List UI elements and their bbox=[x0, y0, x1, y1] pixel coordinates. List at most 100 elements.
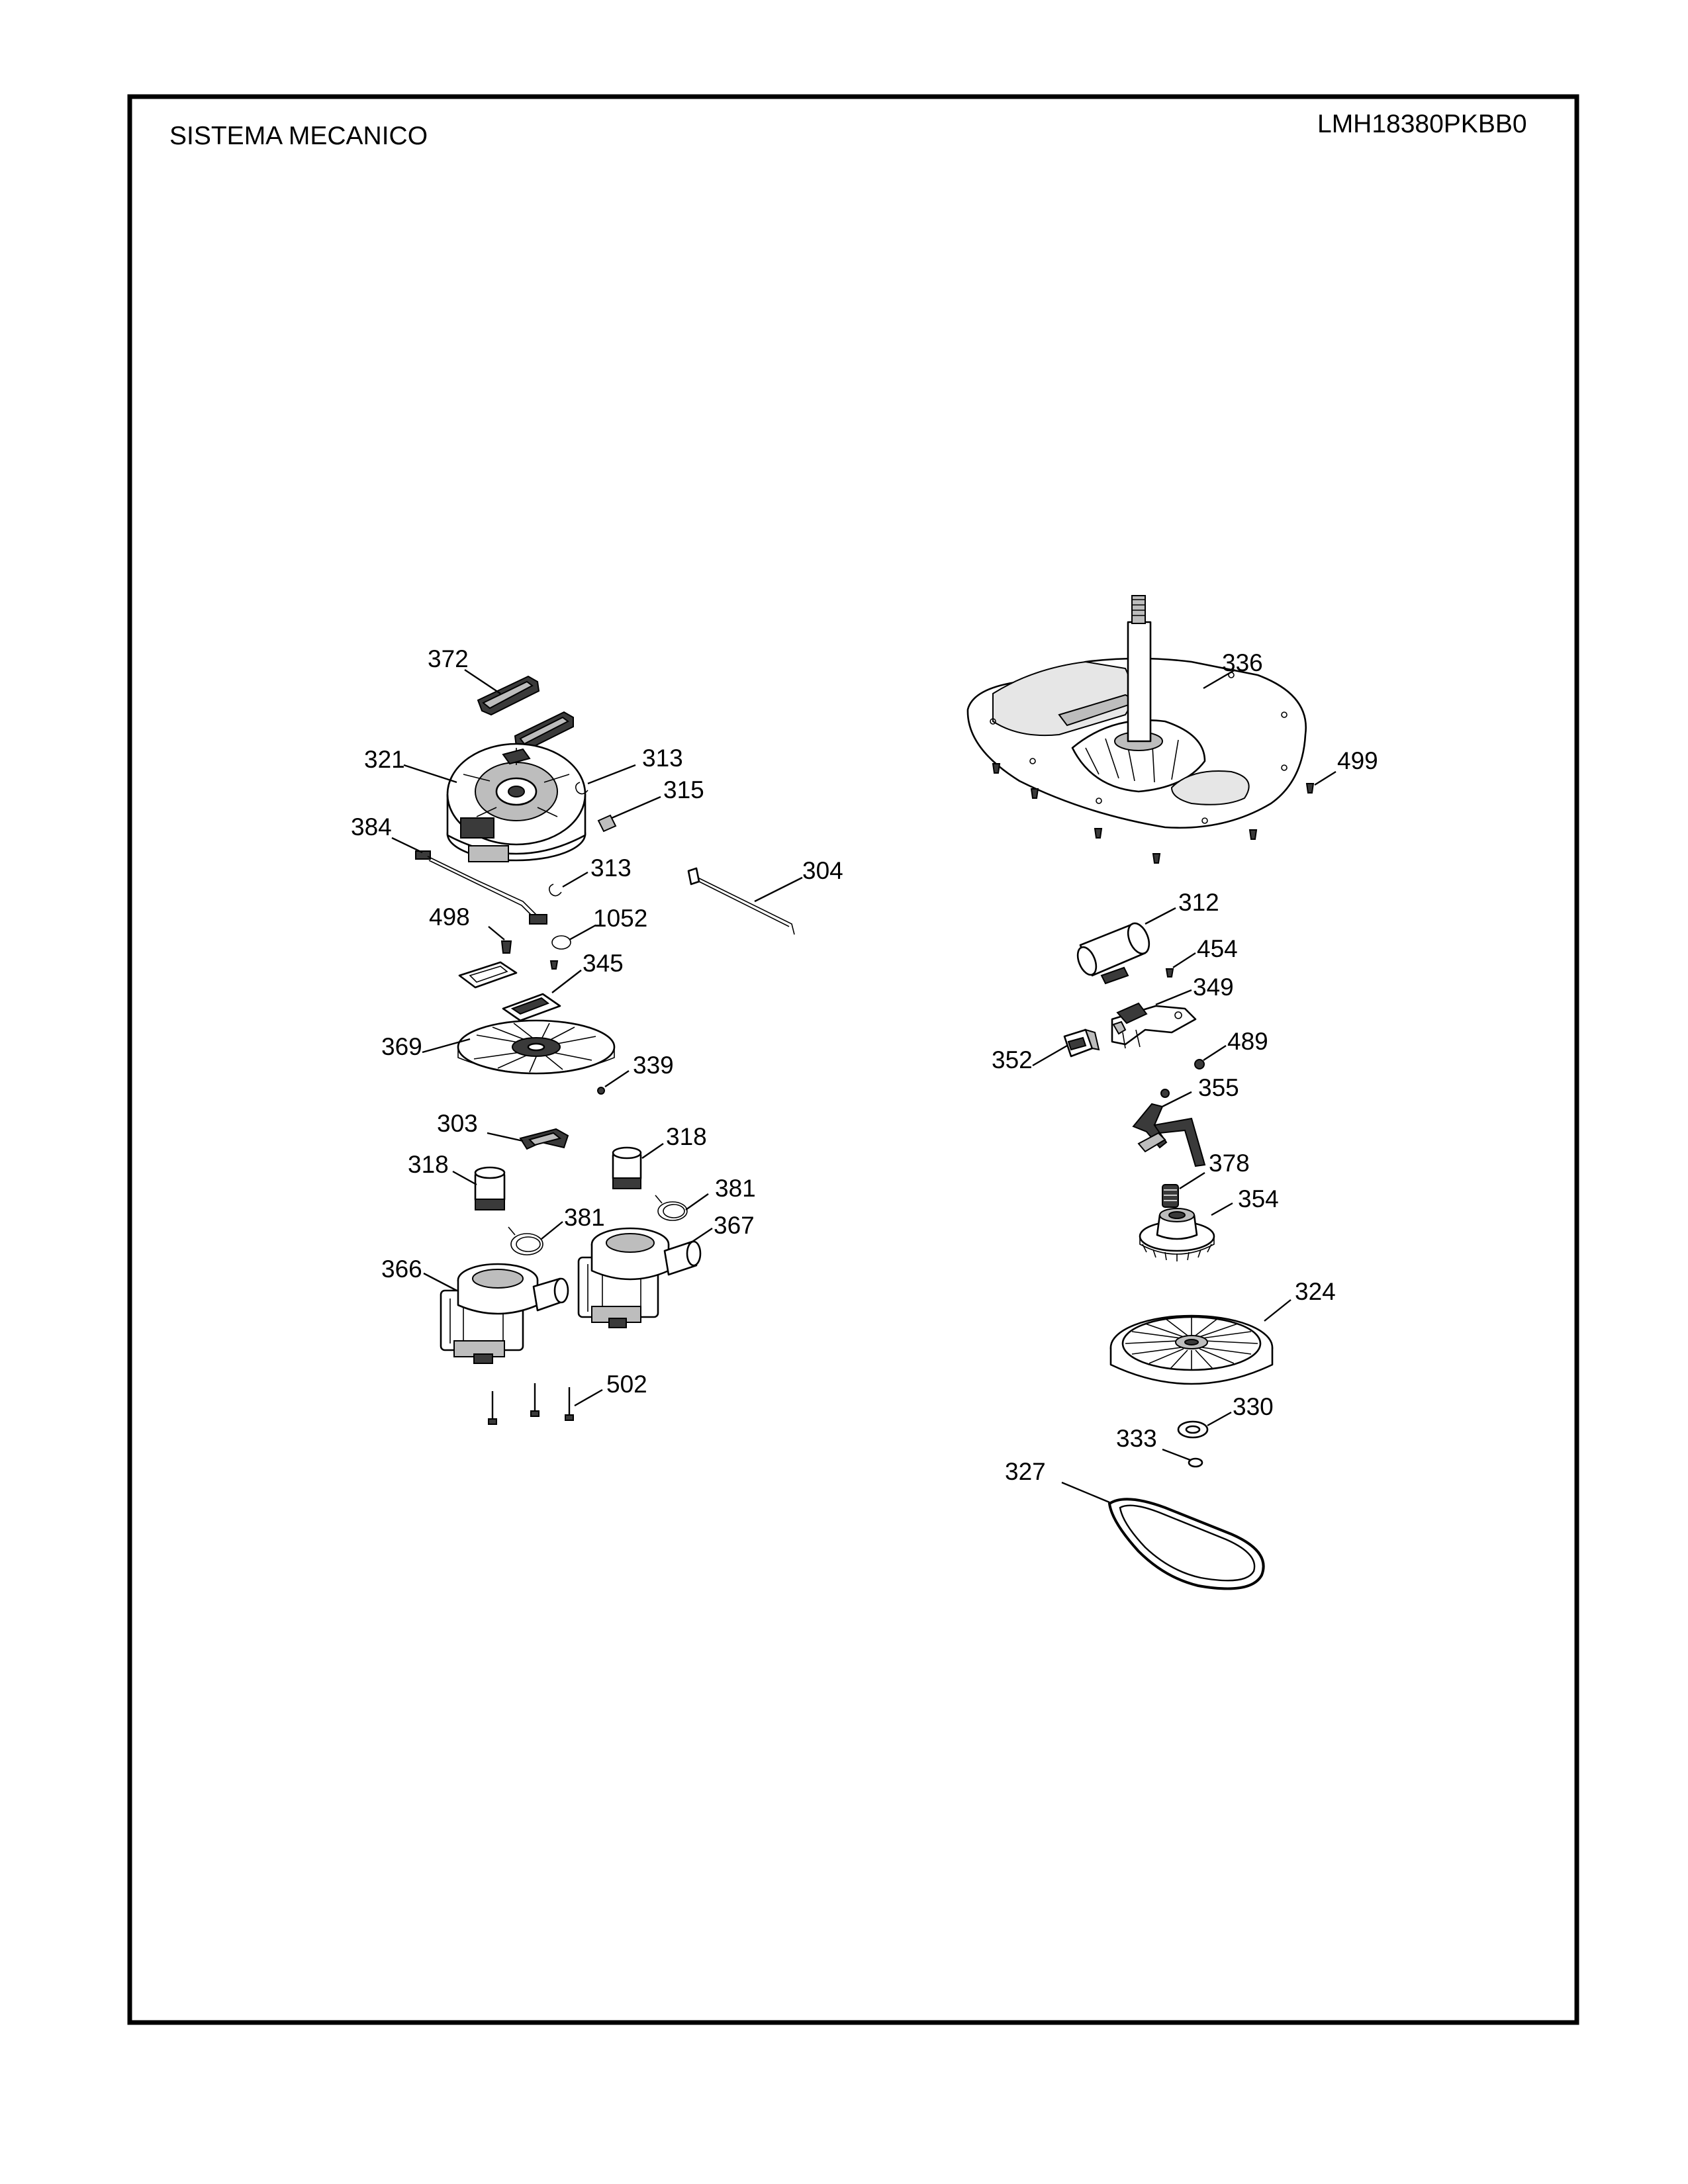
leader-367 bbox=[688, 1228, 713, 1245]
callout-384: 384 bbox=[351, 813, 392, 841]
callout-366: 366 bbox=[381, 1255, 422, 1283]
part-384-harness bbox=[415, 850, 547, 925]
callout-355: 355 bbox=[1198, 1074, 1239, 1101]
leader-352 bbox=[1032, 1044, 1068, 1067]
part-381-clamp-left bbox=[508, 1226, 543, 1255]
part-381-clamp-right bbox=[655, 1195, 688, 1221]
callout-330: 330 bbox=[1233, 1393, 1274, 1420]
part-502-screws bbox=[488, 1383, 574, 1425]
leader-327 bbox=[1061, 1481, 1110, 1504]
callout-381-left: 381 bbox=[564, 1204, 605, 1231]
leader-303 bbox=[487, 1132, 524, 1142]
leader-502 bbox=[574, 1388, 603, 1407]
callout-318-right: 318 bbox=[666, 1123, 707, 1150]
leader-318-right bbox=[641, 1143, 664, 1159]
part-333-nut bbox=[1188, 1457, 1203, 1468]
part-313-clip-lower bbox=[548, 884, 562, 897]
leader-499 bbox=[1314, 770, 1336, 786]
callout-502: 502 bbox=[606, 1371, 647, 1398]
callout-313-lower: 313 bbox=[590, 854, 632, 882]
part-366-pump bbox=[440, 1263, 569, 1364]
callout-369: 369 bbox=[381, 1033, 422, 1060]
leader-313-lower bbox=[562, 871, 588, 888]
part-318-filter-left bbox=[474, 1166, 506, 1210]
leader-369 bbox=[422, 1038, 471, 1054]
leader-321 bbox=[403, 764, 457, 784]
page-border bbox=[127, 94, 1579, 2025]
callout-321: 321 bbox=[364, 746, 405, 773]
part-336-base bbox=[966, 595, 1307, 829]
callout-303: 303 bbox=[437, 1110, 478, 1137]
callout-315: 315 bbox=[663, 776, 704, 803]
part-355-lever bbox=[1132, 1103, 1206, 1167]
callout-352: 352 bbox=[992, 1046, 1033, 1073]
part-324-pulley bbox=[1109, 1314, 1274, 1385]
leader-312 bbox=[1145, 907, 1176, 925]
leader-304 bbox=[754, 876, 803, 903]
callout-372: 372 bbox=[428, 645, 469, 672]
callout-312: 312 bbox=[1178, 889, 1219, 916]
leader-381-right bbox=[685, 1193, 709, 1210]
callout-367: 367 bbox=[714, 1212, 755, 1239]
callout-498: 498 bbox=[429, 903, 470, 931]
callout-499: 499 bbox=[1337, 747, 1378, 774]
leader-1052 bbox=[569, 924, 596, 941]
part-498-screw bbox=[500, 940, 512, 954]
part-367-pump bbox=[577, 1227, 702, 1328]
model-number: LMH18380PKBB0 bbox=[1317, 110, 1527, 138]
part-312-capacitor bbox=[1076, 922, 1150, 985]
leader-333 bbox=[1162, 1448, 1191, 1461]
leader-354 bbox=[1211, 1202, 1233, 1216]
callout-333: 333 bbox=[1116, 1425, 1157, 1452]
callout-327: 327 bbox=[1005, 1458, 1046, 1485]
leader-378 bbox=[1179, 1171, 1205, 1190]
page-title: SISTEMA MECANICO bbox=[169, 122, 428, 150]
leader-498 bbox=[488, 926, 505, 940]
callout-354: 354 bbox=[1238, 1185, 1279, 1212]
leader-489 bbox=[1203, 1044, 1227, 1062]
leader-318-left bbox=[452, 1170, 477, 1186]
leader-372 bbox=[464, 669, 501, 694]
part-1052-clamp bbox=[549, 935, 571, 970]
callout-318-left: 318 bbox=[408, 1151, 449, 1178]
part-378-spring bbox=[1162, 1184, 1179, 1208]
leader-454 bbox=[1172, 952, 1196, 969]
callout-349: 349 bbox=[1193, 974, 1234, 1001]
callout-336: 336 bbox=[1222, 649, 1263, 676]
leader-313-upper bbox=[587, 764, 636, 785]
leader-339 bbox=[604, 1070, 630, 1087]
part-489-screw bbox=[1160, 1059, 1205, 1098]
leader-381-left bbox=[541, 1221, 563, 1240]
part-303-bracket bbox=[519, 1128, 569, 1150]
callout-489: 489 bbox=[1227, 1028, 1268, 1055]
leader-366 bbox=[423, 1272, 457, 1292]
callout-313-upper: 313 bbox=[642, 745, 683, 772]
part-318-filter-right bbox=[612, 1146, 642, 1189]
leader-345 bbox=[551, 970, 582, 993]
part-352-switch bbox=[1063, 1028, 1100, 1058]
callout-339: 339 bbox=[633, 1052, 674, 1079]
part-304-rod bbox=[687, 867, 795, 935]
leader-315 bbox=[611, 796, 661, 819]
part-345-plates bbox=[458, 961, 561, 1022]
part-369-fan bbox=[457, 1019, 616, 1075]
part-321-motor bbox=[446, 743, 586, 862]
callout-381-right: 381 bbox=[715, 1175, 756, 1202]
leader-336 bbox=[1203, 668, 1236, 690]
callout-345: 345 bbox=[583, 950, 624, 977]
callout-378: 378 bbox=[1209, 1150, 1250, 1177]
callout-1052: 1052 bbox=[593, 905, 647, 932]
part-313-clip-upper bbox=[575, 782, 588, 795]
callout-454: 454 bbox=[1197, 935, 1238, 962]
leader-330 bbox=[1207, 1411, 1232, 1427]
leader-384 bbox=[391, 837, 423, 854]
part-372-pads bbox=[477, 675, 574, 752]
leader-355 bbox=[1162, 1091, 1192, 1108]
leader-324 bbox=[1264, 1299, 1291, 1322]
part-339-nut bbox=[597, 1087, 605, 1095]
part-499-screws bbox=[992, 763, 1315, 864]
callout-324: 324 bbox=[1295, 1278, 1336, 1305]
part-327-belt bbox=[1107, 1498, 1265, 1590]
part-454-screw bbox=[1165, 968, 1174, 978]
